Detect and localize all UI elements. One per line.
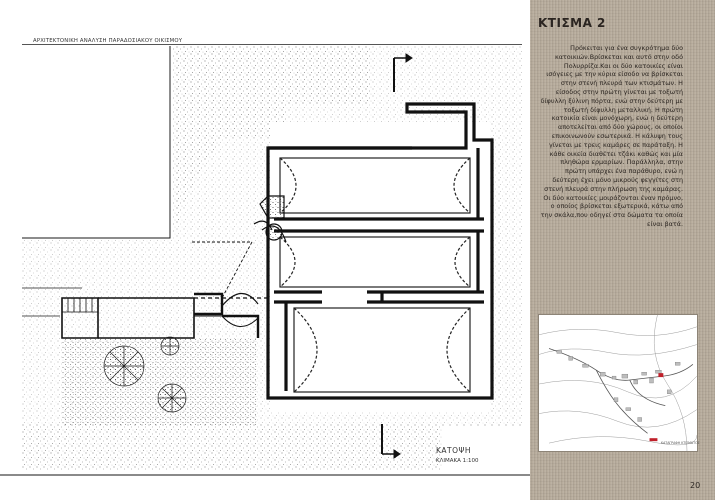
building-title: ΚΤΙΣΜΑ 2 — [538, 16, 606, 30]
top-band — [0, 0, 530, 36]
map-contours — [539, 315, 697, 451]
location-map-svg — [539, 315, 697, 451]
map-legend-label: ΚΑΤΑΓΡΑΦΗ ΚΤΙΣΜΑΤΟΣ — [661, 441, 700, 445]
building-walls — [266, 102, 494, 400]
section-marker-bottom — [381, 424, 401, 459]
location-map: ΚΑΤΑΓΡΑΦΗ ΚΤΙΣΜΑΤΟΣ — [538, 314, 700, 452]
property-lines — [22, 46, 171, 317]
plan-caption-title: ΚΑΤΟΨΗ — [436, 446, 472, 455]
floor-plan-drawing — [22, 46, 522, 470]
map-roads — [548, 348, 694, 434]
bottom-rule — [0, 474, 530, 476]
info-side-panel: ΚΤΙΣΜΑ 2 Πρόκειται για ένα συγκρότημα δύ… — [530, 0, 715, 500]
fireplace-detail — [253, 195, 287, 243]
building-description: Πρόκειται για ένα συγκρότημα δύο κατοικι… — [540, 44, 683, 228]
entry-stairs — [61, 241, 268, 339]
document-header: ΑΡΧΙΤΕΚΤΟΝΙΚΗ ΑΝΑΛΥΣΗ ΠΑΡΑΔΟΣΙΑΚΟΥ ΟΙΚΙΣ… — [33, 38, 183, 44]
highlight-building — [658, 373, 664, 378]
room-outlines — [279, 157, 471, 393]
ground-stipple — [22, 46, 522, 470]
tree-symbols — [103, 336, 187, 413]
map-legend-swatch — [649, 438, 658, 442]
header-rule — [22, 44, 522, 45]
map-buildings — [556, 350, 681, 422]
section-marker-top — [393, 53, 413, 92]
page-number: 20 — [690, 481, 701, 490]
floor-plan-svg — [22, 46, 522, 470]
plan-caption-scale: ΚΛΙΜΑΚΑ 1:100 — [436, 458, 479, 464]
